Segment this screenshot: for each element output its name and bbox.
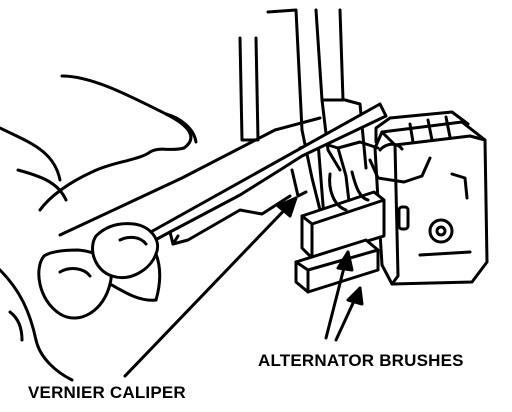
caliper-jaws (238, 8, 368, 212)
hand-fingers (0, 74, 198, 382)
caliper-leader-line (123, 196, 298, 378)
lower-alternator-brush (294, 238, 380, 294)
alternator-brushes-label: ALTERNATOR BRUSHES (258, 351, 464, 370)
leader-lines (123, 196, 364, 378)
caliper-beam (58, 102, 388, 282)
brush-leader-arrow-lower (346, 286, 364, 306)
caliper-leader-arrow (276, 196, 298, 218)
brush-holder-housing (368, 110, 489, 286)
vernier-caliper-label: VERNIER CALIPER (28, 383, 186, 402)
brush-leader-arrow-upper (336, 250, 354, 272)
